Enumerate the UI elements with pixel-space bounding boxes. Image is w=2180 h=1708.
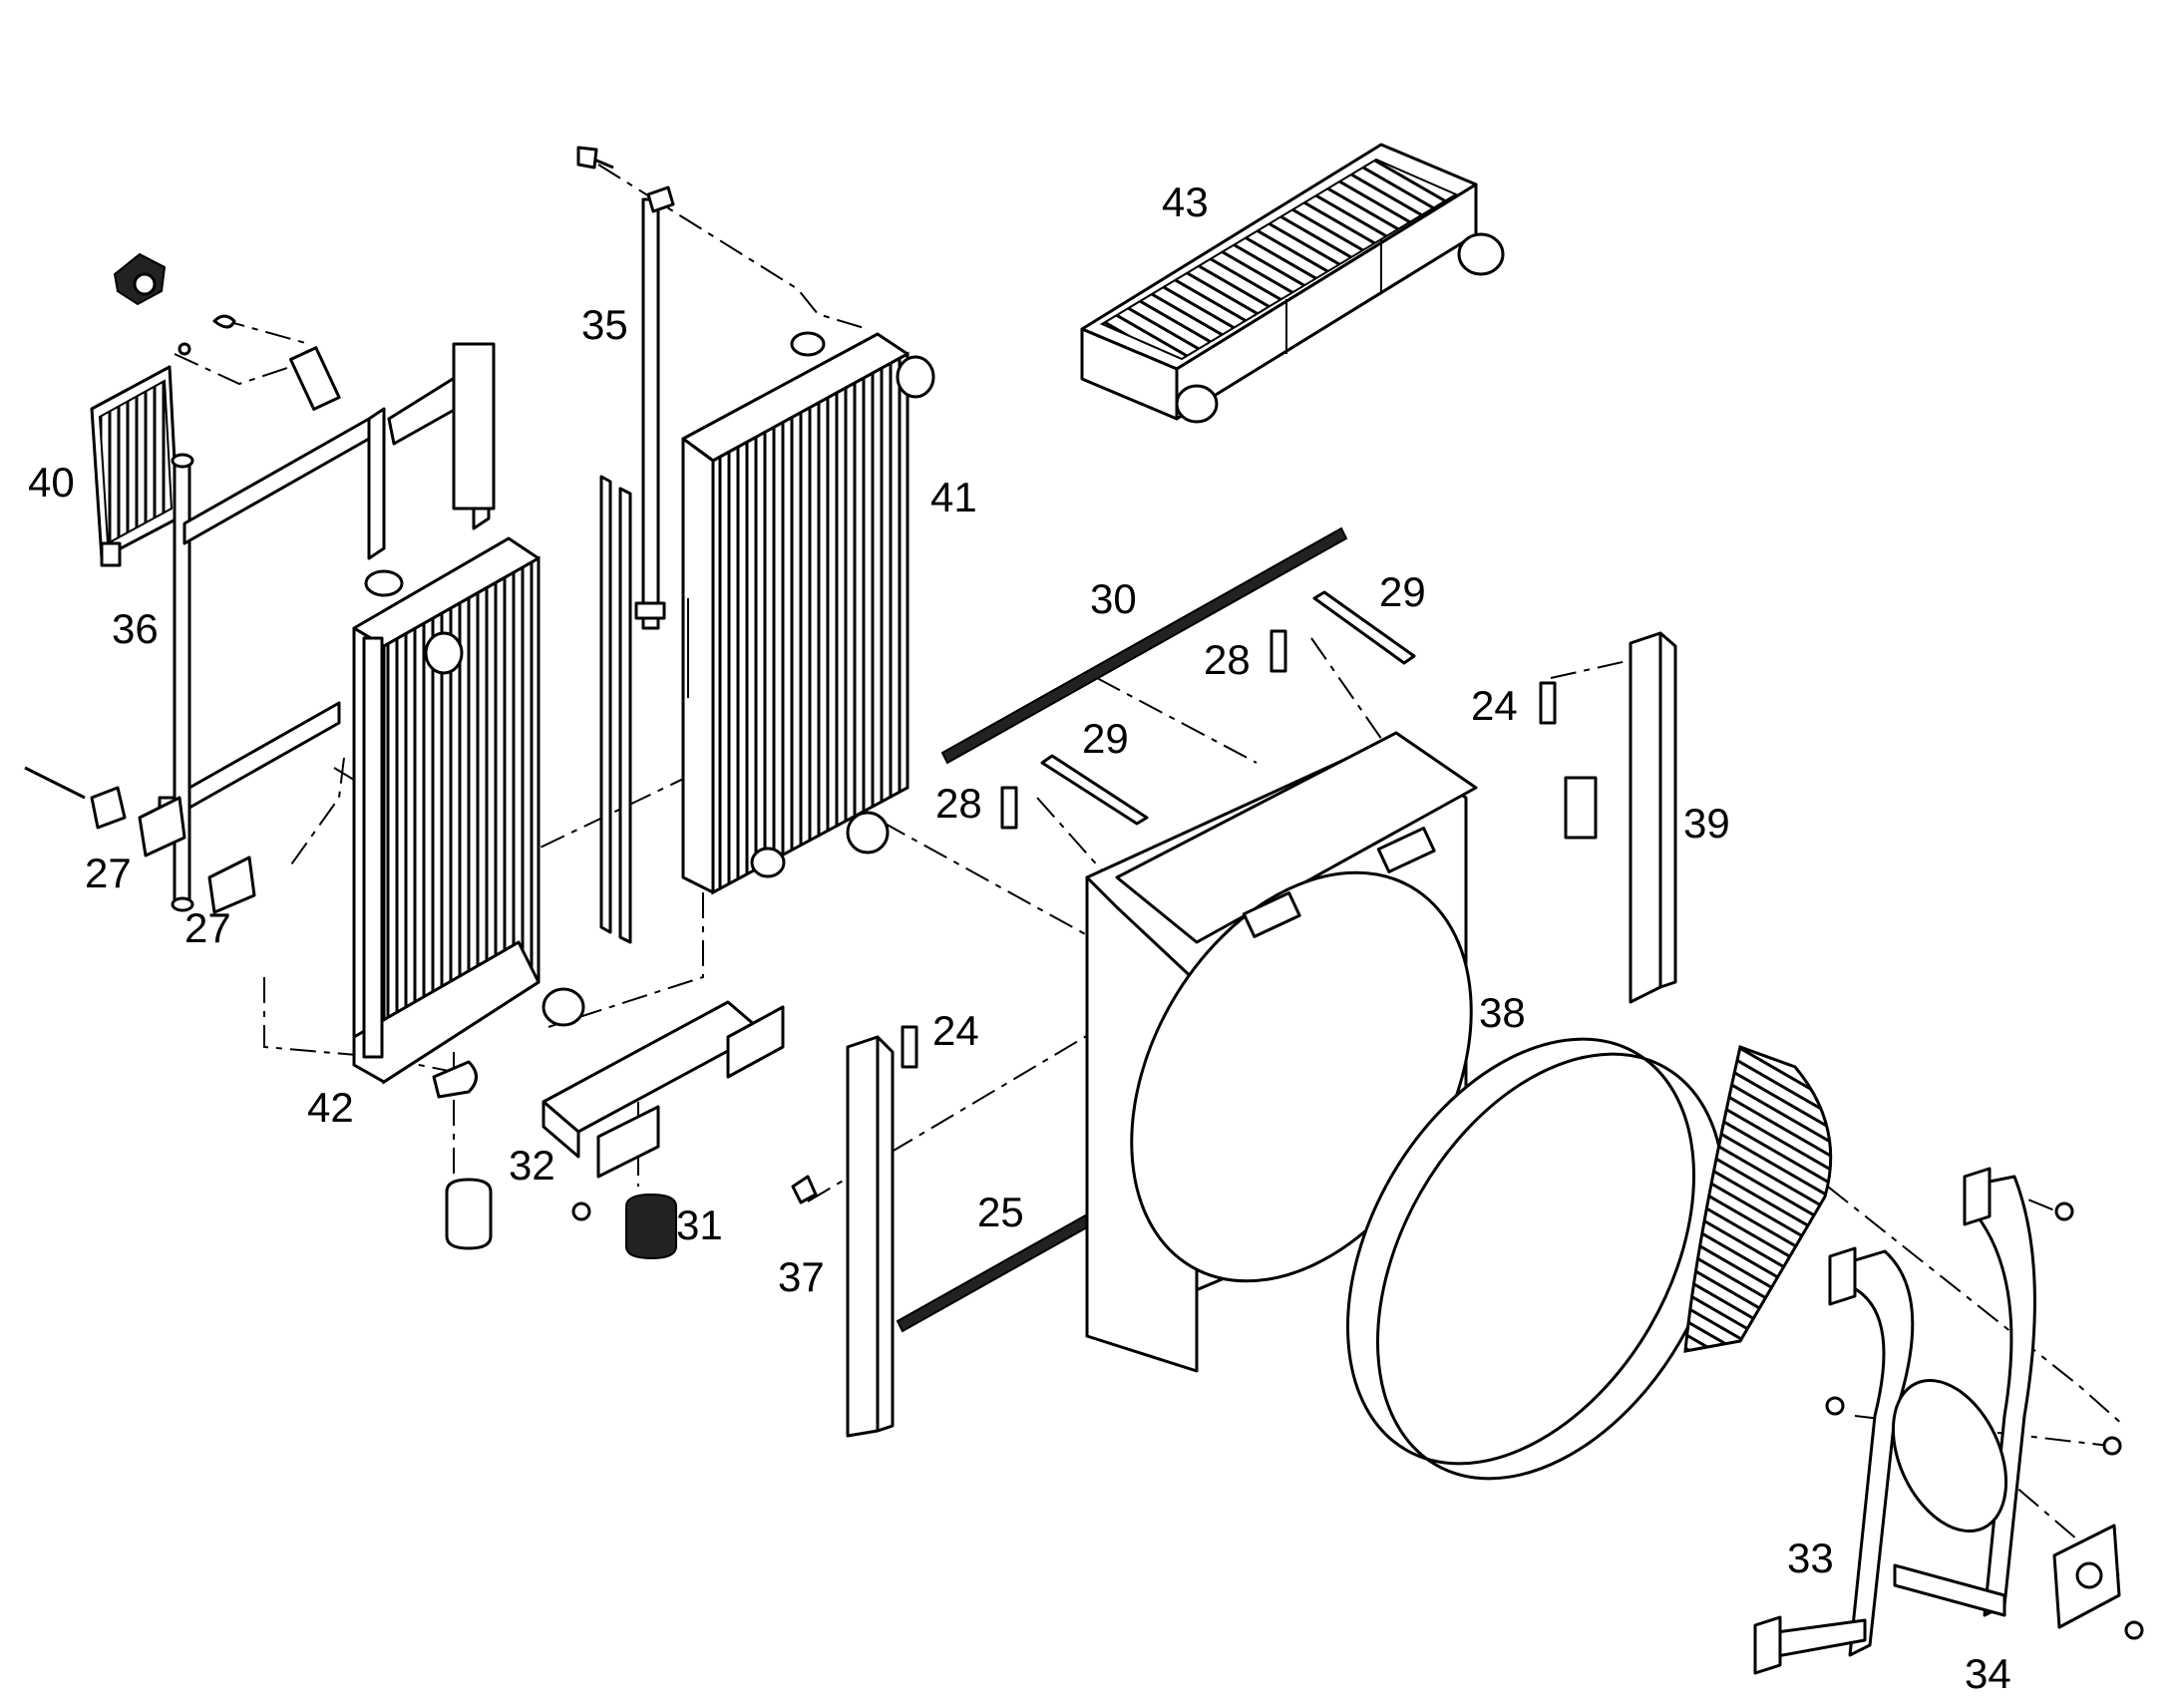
callout-36: 36	[112, 605, 159, 652]
callout-40: 40	[28, 459, 75, 506]
callout-labels: 24 24 25 27 27 28 28 29 29 30 31 32 33 3…	[28, 178, 2011, 1697]
mount-bracket	[445, 1000, 785, 1260]
callout-28-bottom: 28	[935, 780, 982, 827]
callout-43: 43	[1162, 178, 1209, 225]
callout-27-left: 27	[85, 850, 132, 896]
callout-31: 31	[676, 1201, 723, 1248]
callout-24-top: 24	[1471, 682, 1518, 729]
callout-39: 39	[1683, 800, 1730, 847]
callout-29-top: 29	[1379, 568, 1426, 615]
filler-cap-assembly	[113, 252, 341, 411]
callout-35: 35	[581, 301, 628, 348]
mount-clamps	[24, 766, 256, 914]
hydraulic-oil-cooler	[681, 331, 935, 895]
callout-25: 25	[977, 1189, 1024, 1235]
callout-34: 34	[1965, 1650, 2011, 1697]
callout-29-bottom: 29	[1082, 715, 1129, 762]
callout-38: 38	[1479, 989, 1526, 1036]
cooling-fan	[1683, 1045, 1833, 1353]
fan-guard	[1753, 1167, 2144, 1675]
callout-24-bottom: 24	[932, 1007, 979, 1054]
fan-ring	[1346, 1037, 1725, 1481]
callout-30: 30	[1090, 575, 1137, 622]
callout-27-right: 27	[184, 904, 231, 951]
support-rod	[576, 146, 675, 944]
callout-32: 32	[509, 1142, 555, 1189]
tank-frame	[158, 342, 496, 912]
callout-42: 42	[307, 1084, 354, 1131]
charge-air-cooler	[1080, 143, 1505, 424]
callout-28-top: 28	[1204, 636, 1251, 683]
side-panel-lower	[791, 1035, 895, 1438]
callout-33: 33	[1787, 1535, 1834, 1581]
callout-41: 41	[930, 474, 977, 520]
radiator-core	[352, 536, 585, 1099]
side-panel	[1564, 631, 1677, 1004]
small-oil-cooler	[90, 365, 180, 567]
callout-37: 37	[778, 1253, 825, 1300]
fan-shroud	[1085, 731, 1478, 1373]
